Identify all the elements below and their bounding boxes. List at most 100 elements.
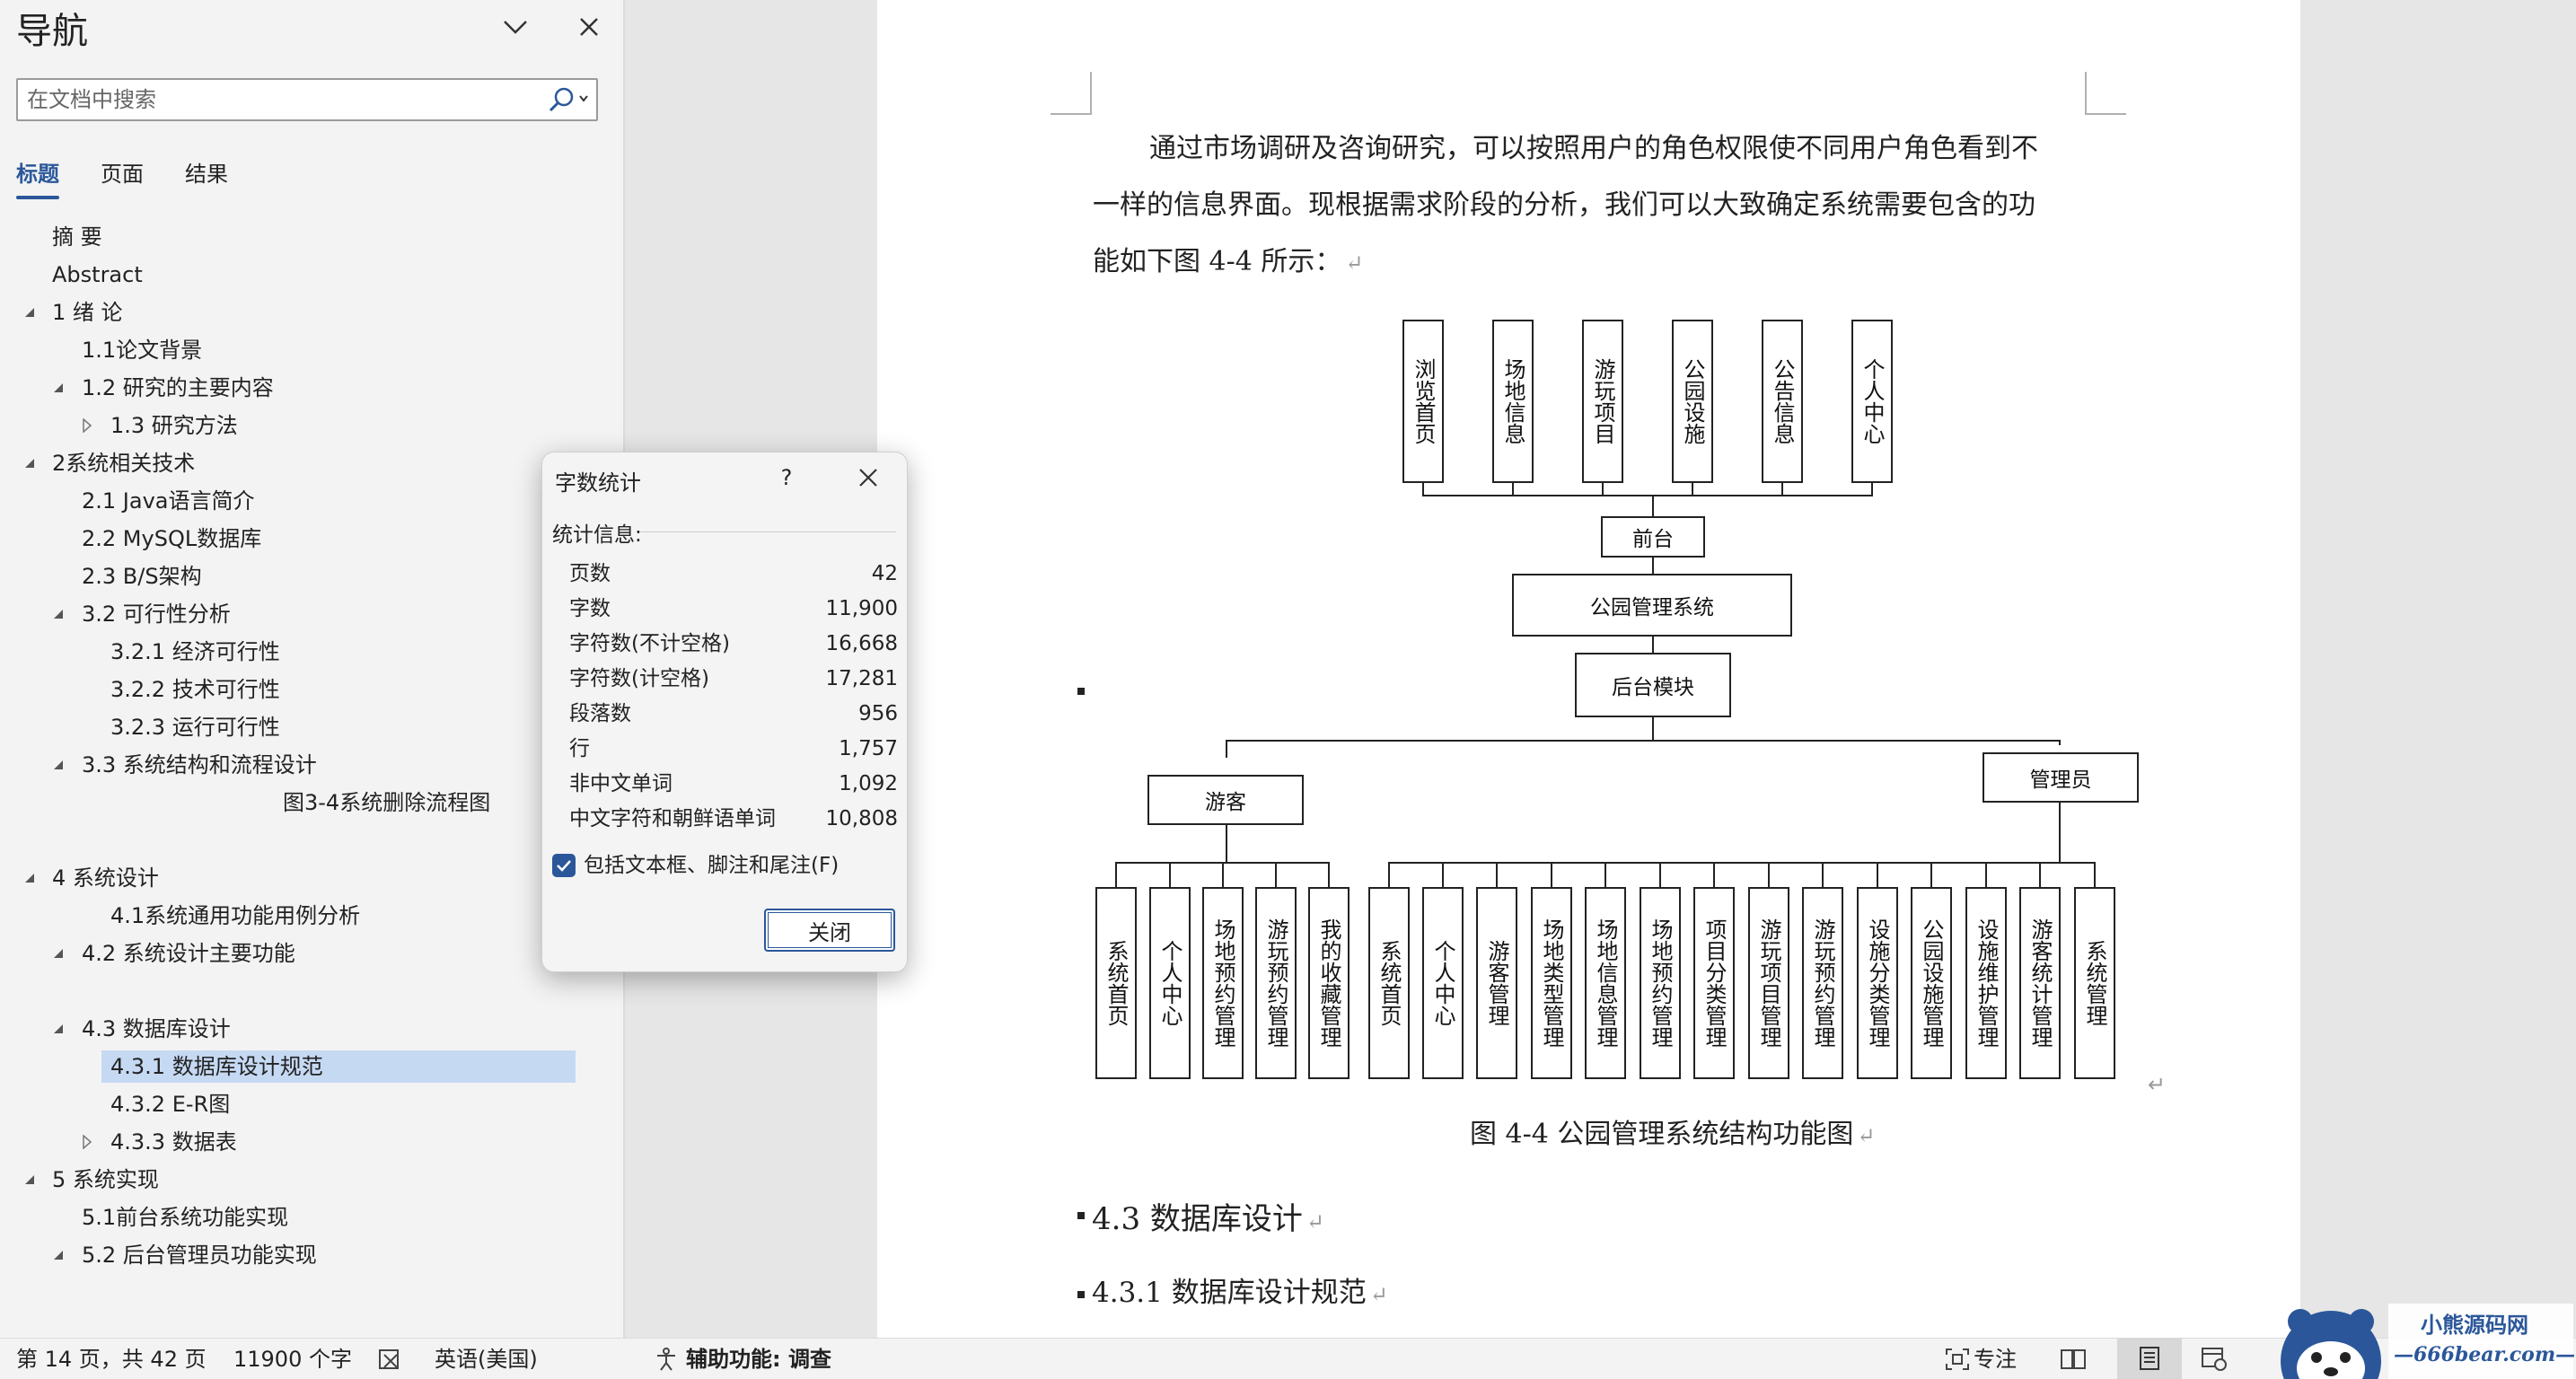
diagram-node-admin-item: 场地预约管理 (1640, 887, 1681, 1079)
nav-item[interactable]: Abstract (52, 262, 143, 287)
diagram-node-admin-item: 场地信息管理 (1585, 887, 1626, 1079)
diagram-node-front-item: 游玩项目 (1582, 320, 1623, 483)
expanded-arrow-icon[interactable] (50, 937, 66, 970)
expanded-arrow-icon[interactable] (50, 749, 66, 781)
nav-item[interactable]: 2.1 Java语言简介 (82, 488, 255, 514)
nav-item[interactable]: 1.3 研究方法 (110, 413, 238, 438)
nav-item[interactable]: 4.3.3 数据表 (110, 1129, 237, 1155)
connector (2039, 862, 2041, 887)
connector (1388, 862, 2096, 864)
nav-item[interactable]: 4.2 系统设计主要功能 (82, 941, 295, 966)
word-count[interactable]: 11900 个字 (233, 1347, 352, 1372)
tab-pages[interactable]: 页面 (101, 162, 144, 187)
nav-item[interactable]: 3.2 可行性分析 (82, 602, 231, 627)
nav-item[interactable]: 1.2 研究的主要内容 (82, 375, 274, 400)
connector (1877, 862, 1878, 887)
tab-headings[interactable]: 标题 (16, 158, 59, 205)
expanded-arrow-icon[interactable] (22, 447, 38, 479)
nav-item[interactable]: 4.1系统通用功能用例分析 (110, 903, 361, 928)
stat-label: 页数 (569, 562, 611, 585)
search-icon (549, 87, 588, 112)
nav-tabs: 标题 页面 结果 (16, 158, 269, 208)
print-layout-icon (2140, 1347, 2159, 1370)
nav-item[interactable]: 5 系统实现 (52, 1167, 159, 1192)
paragraph-mark: ↵ (2148, 1072, 2167, 1097)
print-layout-view-button[interactable] (2117, 1338, 2182, 1379)
nav-options-button[interactable] (496, 7, 535, 47)
include-textboxes-checkbox[interactable] (552, 854, 576, 877)
search-button[interactable] (544, 84, 593, 115)
page-count[interactable]: 第 14 页，共 42 页 (16, 1347, 207, 1372)
nav-item[interactable]: 5.2 后台管理员功能实现 (82, 1243, 317, 1268)
stat-label: 中文字符和朝鲜语单词 (569, 807, 776, 830)
expanded-arrow-icon[interactable] (22, 862, 38, 894)
nav-item[interactable]: 3.2.1 经济可行性 (110, 639, 280, 664)
accessibility-status[interactable]: 辅助功能: 调查 (686, 1347, 831, 1372)
heading-mark (1077, 1291, 1085, 1298)
expanded-arrow-icon[interactable] (50, 1013, 66, 1045)
connector (1985, 862, 1987, 887)
nav-item[interactable]: 2系统相关技术 (52, 451, 196, 476)
stat-value: 17,281 (825, 667, 898, 690)
proofing-icon[interactable] (375, 1346, 404, 1373)
expanded-arrow-icon[interactable] (50, 1239, 66, 1271)
nav-item[interactable]: 1.1论文背景 (82, 338, 203, 363)
connector (1226, 825, 1227, 863)
section-divider (639, 531, 896, 532)
statistics-section-label: 统计信息: (552, 523, 642, 547)
nav-item[interactable]: 2.2 MySQL数据库 (82, 526, 262, 551)
nav-item[interactable]: 摘 要 (52, 224, 102, 250)
figure-caption: 图 4-4 公园管理系统结构功能图↵ (1470, 1119, 1876, 1150)
chevron-down-icon (504, 21, 527, 34)
expanded-arrow-icon[interactable] (50, 372, 66, 404)
read-mode-icon[interactable] (2059, 1346, 2088, 1373)
expanded-arrow-icon[interactable] (22, 1164, 38, 1196)
nav-item[interactable]: 4.3.2 E-R图 (110, 1092, 231, 1117)
focus-icon[interactable] (1943, 1346, 1972, 1373)
connector (1768, 862, 1770, 887)
help-button[interactable]: ? (780, 465, 793, 490)
diagram-node-admin-item: 个人中心 (1422, 887, 1464, 1079)
nav-close-button[interactable] (569, 7, 609, 47)
nav-item[interactable]: 图3-4系统删除流程图 (283, 790, 491, 815)
dialog-close-x-button[interactable] (846, 461, 891, 494)
search-input[interactable] (27, 85, 548, 114)
diagram-node-front-item: 场地信息 (1492, 320, 1534, 483)
web-layout-icon[interactable] (2200, 1345, 2229, 1372)
nav-item[interactable]: 2.3 B/S架构 (82, 564, 202, 589)
nav-item[interactable]: 4.3 数据库设计 (82, 1016, 231, 1041)
connector (1442, 862, 1444, 887)
nav-item[interactable]: 4 系统设计 (52, 865, 159, 891)
diagram-node-admin-item: 游玩项目管理 (1748, 887, 1789, 1079)
paragraph-line: 通过市场调研及咨询研究，可以按照用户的角色权限使不同用户角色看到不 (1149, 133, 2038, 164)
connector (1713, 862, 1715, 887)
expanded-arrow-icon[interactable] (22, 296, 38, 329)
nav-item[interactable]: 3.2.2 技术可行性 (110, 677, 280, 702)
focus-mode-label[interactable]: 专注 (1974, 1347, 2017, 1372)
diagram-node-visitor-item: 游玩预约管理 (1255, 887, 1297, 1079)
nav-item[interactable]: 3.3 系统结构和流程设计 (82, 752, 317, 777)
language[interactable]: 英语(美国) (435, 1347, 538, 1372)
paragraph-line: 能如下图 4-4 所示：↵ (1093, 246, 1364, 277)
nav-item[interactable]: 3.2.3 运行可行性 (110, 715, 280, 740)
expanded-arrow-icon[interactable] (50, 598, 66, 630)
collapsed-arrow-icon[interactable] (79, 409, 95, 442)
status-bar: 第 14 页，共 42 页 11900 个字 英语(美国) 辅助功能: 调查 专… (0, 1338, 2576, 1379)
tab-results[interactable]: 结果 (185, 162, 228, 187)
collapsed-arrow-icon[interactable] (79, 1126, 95, 1158)
connector (1652, 717, 1654, 741)
nav-item[interactable]: 1 绪 论 (52, 300, 123, 325)
diagram-node-visitor: 游客 (1147, 775, 1304, 825)
include-textboxes-label[interactable]: 包括文本框、脚注和尾注(F) (584, 854, 840, 877)
accessibility-icon[interactable] (652, 1346, 681, 1373)
diagram-node-admin-item: 游玩预约管理 (1802, 887, 1843, 1079)
nav-item[interactable]: 5.1前台系统功能实现 (82, 1205, 289, 1230)
search-box (16, 78, 598, 121)
close-button[interactable]: 关闭 (764, 909, 895, 952)
nav-item-selected[interactable]: 4.3.1 数据库设计规范 (101, 1050, 576, 1083)
connector (1422, 495, 1873, 496)
diagram-node-root: 公园管理系统 (1512, 574, 1792, 637)
connector (1388, 862, 1390, 887)
diagram-node-visitor-item: 系统首页 (1095, 887, 1137, 1079)
